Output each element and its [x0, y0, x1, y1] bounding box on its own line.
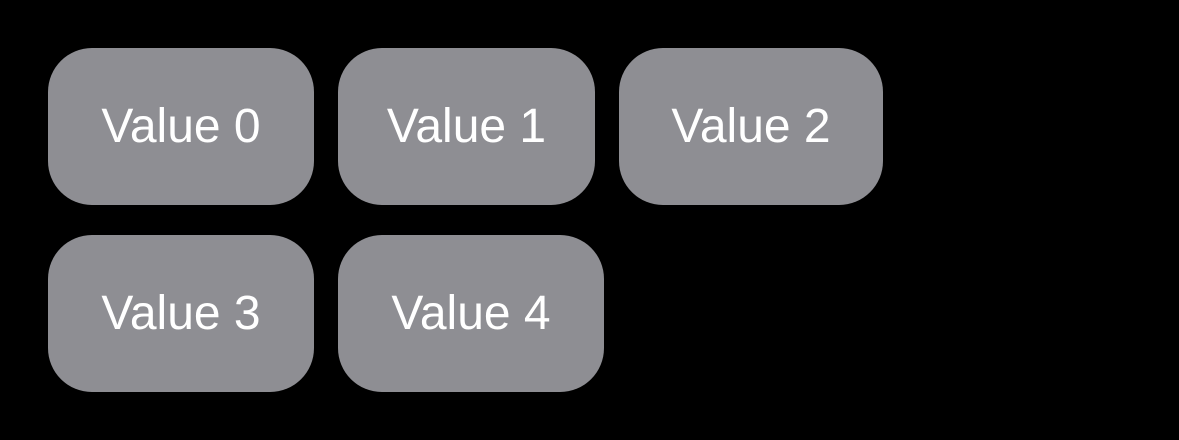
value-chip-4[interactable]: Value 4: [338, 235, 604, 392]
value-chip-label: Value 1: [386, 100, 547, 153]
value-chip-1[interactable]: Value 1: [338, 48, 595, 205]
value-chip-0[interactable]: Value 0: [48, 48, 314, 205]
value-chip-2[interactable]: Value 2: [619, 48, 883, 205]
value-chip-label: Value 3: [101, 287, 261, 340]
value-chip-label: Value 2: [671, 100, 831, 153]
value-chip-label: Value 0: [101, 100, 261, 153]
value-chip-3[interactable]: Value 3: [48, 235, 314, 392]
value-chip-label: Value 4: [391, 287, 551, 340]
